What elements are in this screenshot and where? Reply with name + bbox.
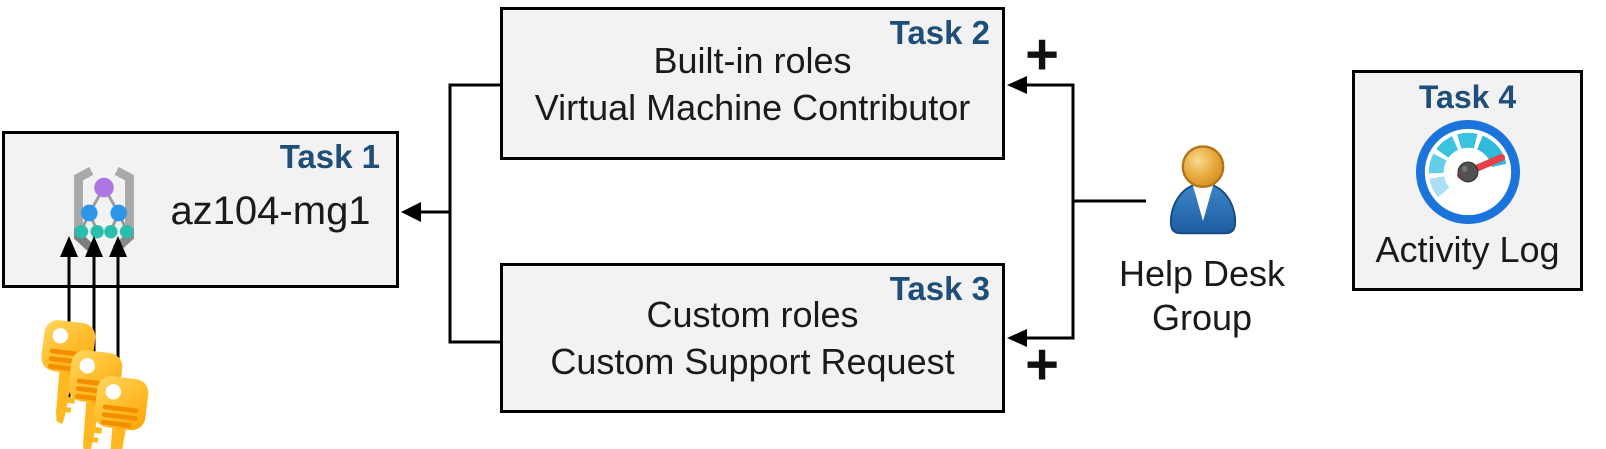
arrowhead-into-task1: [401, 202, 421, 222]
management-group-icon: [55, 164, 153, 262]
task2-box: Task 2 Built-in roles Virtual Machine Co…: [500, 7, 1005, 160]
person-icon: [1156, 142, 1250, 242]
task4-box: Task 4 Activity Log: [1352, 70, 1583, 291]
task2-line1: Built-in roles: [653, 39, 852, 81]
task1-box: Task 1 az104-mg1: [2, 131, 399, 288]
bracket-connector: [448, 83, 500, 344]
helpdesk-label-line2: Group: [1151, 297, 1253, 338]
plus-sign-top: +: [1025, 22, 1059, 87]
gauge-icon: [1412, 116, 1524, 228]
helpdesk-bracket-connector: [1025, 83, 1075, 340]
task2-label: Task 2: [889, 14, 990, 51]
task3-label: Task 3: [889, 270, 990, 307]
task3-line1: Custom roles: [646, 294, 859, 335]
task2-line2: Virtual Machine Contributor: [534, 86, 971, 128]
key-icon-3: [82, 371, 155, 449]
task3-line2: Custom Support Request: [550, 341, 955, 382]
task3-box: Task 3 Custom roles Custom Support Reque…: [500, 263, 1005, 413]
task1-title: az104-mg1: [170, 189, 371, 233]
task1-label: Task 1: [279, 138, 380, 175]
task4-label: Task 4: [1418, 79, 1517, 115]
helpdesk-label-line1: Help Desk: [1118, 253, 1286, 294]
task4-caption: Activity Log: [1375, 229, 1560, 270]
helpdesk-group-label: Help Desk Group: [1092, 252, 1312, 340]
plus-sign-bottom: +: [1025, 332, 1059, 397]
